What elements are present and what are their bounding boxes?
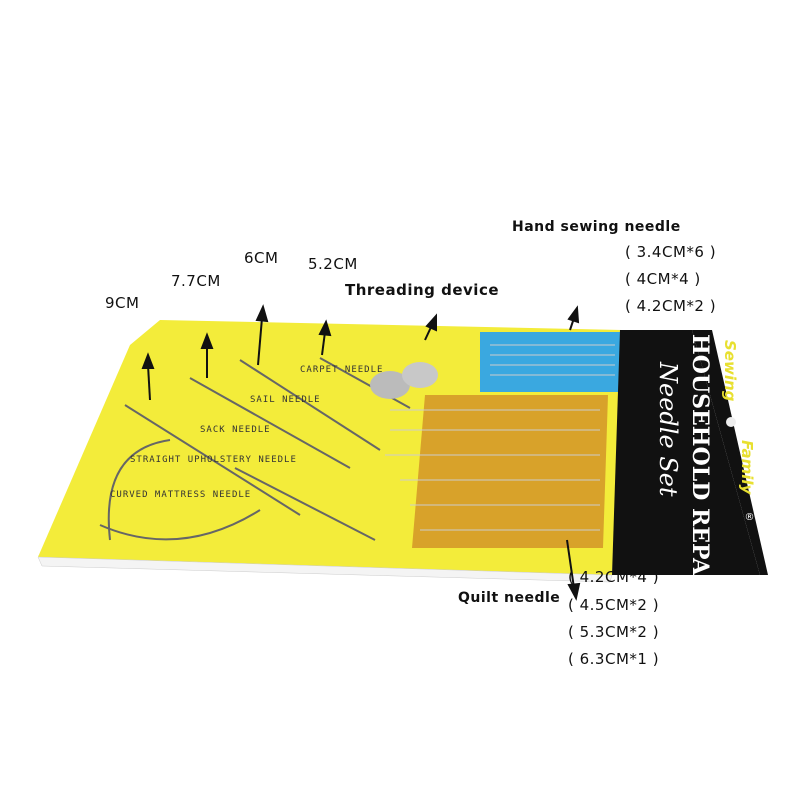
label-threading-device: Threading device bbox=[345, 281, 500, 299]
label-9cm: 9CM bbox=[105, 294, 140, 312]
label-hand-sewing-needle: Hand sewing needle bbox=[512, 219, 681, 235]
threading-device bbox=[370, 371, 410, 399]
card-label-carpet: CARPET NEEDLE bbox=[300, 365, 384, 375]
card-label-sail: SAIL NEEDLE bbox=[250, 395, 321, 405]
label-7-7cm: 7.7CM bbox=[171, 272, 221, 290]
card-label-sack: SACK NEEDLE bbox=[200, 425, 271, 435]
label-6cm: 6CM bbox=[244, 249, 279, 267]
arrows bbox=[141, 304, 581, 601]
panel-dot bbox=[726, 417, 736, 427]
brand-subtitle: Needle Set bbox=[654, 362, 682, 497]
card-label-curved-mattress: CURVED MATTRESS NEEDLE bbox=[110, 490, 252, 500]
black-panel bbox=[612, 330, 760, 575]
quilt-size-3: ( 5.3CM*2 ) bbox=[568, 623, 660, 641]
quilt-size-1: ( 4.2CM*4 ) bbox=[568, 568, 660, 586]
brand-title: HOUSEHOLD REPAIR bbox=[687, 334, 713, 604]
gold-needle-pack bbox=[412, 395, 608, 548]
hand-needles bbox=[385, 344, 615, 531]
needles bbox=[99, 357, 411, 541]
white-card-edge bbox=[37, 556, 613, 583]
quilt-size-2: ( 4.5CM*2 ) bbox=[568, 596, 660, 614]
registered-mark: ® bbox=[744, 512, 755, 523]
brand-sewing: Sewing bbox=[721, 340, 739, 402]
hand-size-2: ( 4CM*4 ) bbox=[625, 270, 701, 288]
threading-device-2 bbox=[402, 362, 438, 388]
blue-needle-pack bbox=[480, 332, 622, 392]
label-quilt-needle: Quilt needle bbox=[458, 590, 561, 606]
hand-size-1: ( 3.4CM*6 ) bbox=[625, 243, 717, 261]
quilt-size-4: ( 6.3CM*1 ) bbox=[568, 650, 660, 668]
hand-size-3: ( 4.2CM*2 ) bbox=[625, 297, 717, 315]
brand-family: Family bbox=[738, 440, 756, 495]
black-panel-ext bbox=[692, 330, 768, 575]
label-5-2cm: 5.2CM bbox=[308, 255, 358, 273]
card-label-straight-upholstery: STRAIGHT UPHOLSTERY NEEDLE bbox=[130, 455, 297, 465]
